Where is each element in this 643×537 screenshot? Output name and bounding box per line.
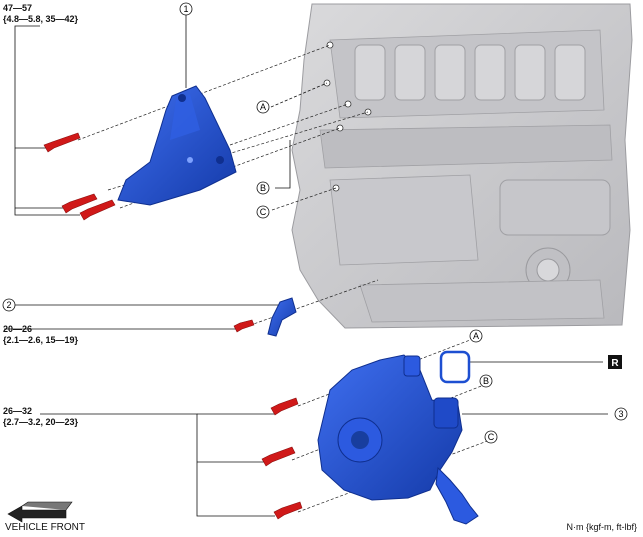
- replace-mark: R: [608, 355, 622, 369]
- gasket[interactable]: [439, 350, 471, 384]
- torque-spec-1: 47—57 {4.8—5.8, 35—42}: [3, 3, 78, 25]
- bolt[interactable]: [273, 501, 303, 520]
- leader-lines: [4, 14, 608, 517]
- torque-spec-3-alt: {2.7—3.2, 20—23}: [3, 417, 79, 427]
- torque-spec-3-nm: 26—32: [3, 406, 33, 416]
- bolt[interactable]: [233, 319, 255, 333]
- torque-spec-2-alt: {2.1—2.6, 15—19}: [3, 335, 79, 345]
- mount-bracket-part-1[interactable]: [117, 85, 237, 206]
- bolt[interactable]: [270, 397, 299, 416]
- svg-text:C: C: [488, 432, 495, 442]
- ref-c-lower: C: [484, 430, 498, 444]
- ref-b-lower: B: [479, 374, 493, 388]
- callout-3: 3: [614, 407, 628, 421]
- svg-text:R: R: [611, 358, 619, 369]
- ref-c-upper: C: [256, 205, 270, 219]
- callout-2: 2: [2, 298, 16, 312]
- engine-block: [291, 3, 633, 329]
- svg-text:1: 1: [183, 4, 188, 14]
- torque-spec-2-nm: 20—26: [3, 324, 33, 334]
- torque-spec-1-nm: 47—57: [3, 3, 33, 13]
- small-bracket-part-2[interactable]: [267, 297, 297, 337]
- svg-text:C: C: [260, 207, 267, 217]
- svg-text:2: 2: [6, 300, 11, 310]
- torque-spec-3: 26—32 {2.7—3.2, 20—23}: [3, 406, 78, 428]
- bolt[interactable]: [43, 132, 81, 153]
- bolt[interactable]: [61, 193, 98, 214]
- bolt[interactable]: [79, 199, 116, 221]
- svg-text:B: B: [260, 183, 266, 193]
- vehicle-front-label: VEHICLE FRONT: [5, 522, 86, 533]
- svg-text:A: A: [473, 331, 479, 341]
- torque-spec-2: 20—26 {2.1—2.6, 15—19}: [3, 324, 78, 346]
- svg-text:A: A: [260, 102, 266, 112]
- ref-a-lower: A: [469, 329, 483, 343]
- units-label: N·m {kgf-m, ft-lbf}: [566, 522, 637, 532]
- bolt[interactable]: [261, 446, 296, 467]
- ref-b-upper: B: [256, 181, 270, 195]
- torque-spec-1-alt: {4.8—5.8, 35—42}: [3, 14, 79, 24]
- svg-text:B: B: [483, 376, 489, 386]
- ref-a-upper: A: [256, 100, 270, 114]
- vehicle-front-arrow-icon: [7, 501, 73, 523]
- callout-1: 1: [179, 2, 193, 16]
- assembly-part-3[interactable]: [317, 354, 479, 525]
- svg-text:3: 3: [618, 409, 623, 419]
